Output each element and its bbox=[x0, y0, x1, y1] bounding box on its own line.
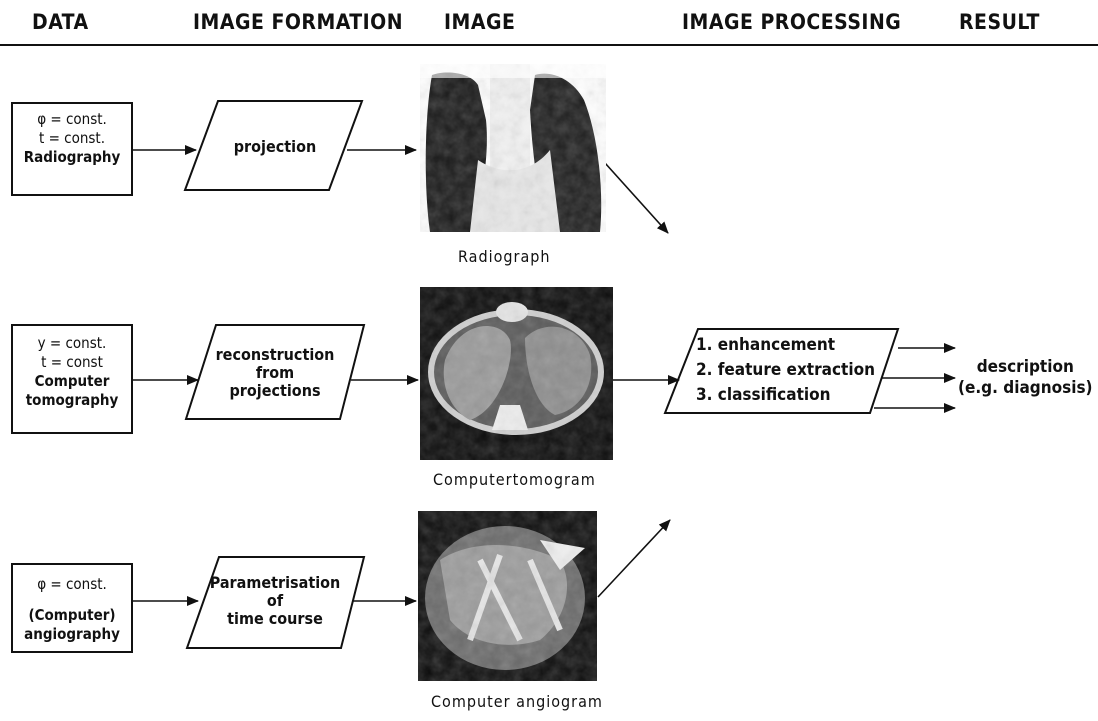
processing-step-1: 1. enhancement bbox=[696, 333, 875, 358]
process-line: projections bbox=[190, 382, 360, 400]
process-label-reconstruction: reconstruction from projections bbox=[190, 346, 360, 400]
data-line-phi: φ = const. bbox=[13, 110, 131, 129]
caption-computertomogram: Computertomogram bbox=[433, 470, 596, 489]
result-line-example: (e.g. diagnosis) bbox=[958, 378, 1093, 399]
result-description: description (e.g. diagnosis) bbox=[958, 357, 1093, 399]
process-line: Parametrisation bbox=[190, 574, 360, 592]
caption-radiograph: Radiograph bbox=[458, 247, 551, 266]
process-label-projection: projection bbox=[190, 138, 360, 156]
modality-label-radiography: Radiography bbox=[13, 148, 131, 167]
data-line-t: t = const bbox=[13, 353, 131, 372]
data-box-computer-tomography: y = const. t = const Computer tomography bbox=[11, 324, 133, 434]
radiograph-image bbox=[420, 64, 606, 232]
process-line: reconstruction bbox=[190, 346, 360, 364]
result-line-description: description bbox=[958, 357, 1093, 378]
process-label-parametrisation: Parametrisation of time course bbox=[190, 574, 360, 628]
modality-label-computer-paren: (Computer) bbox=[13, 606, 131, 625]
arrow-radiograph-to-processing bbox=[596, 153, 668, 233]
processing-step-3: 3. classification bbox=[696, 383, 875, 408]
caption-computer-angiogram: Computer angiogram bbox=[431, 692, 603, 711]
data-box-radiography: φ = const. t = const. Radiography bbox=[11, 102, 133, 196]
data-line-y: y = const. bbox=[13, 334, 131, 353]
process-line: projection bbox=[190, 138, 360, 156]
data-box-angiography: φ = const. (Computer) angiography bbox=[11, 563, 133, 653]
computertomogram-image bbox=[420, 287, 613, 460]
process-line: time course bbox=[190, 610, 360, 628]
processing-steps: 1. enhancement 2. feature extraction 3. … bbox=[696, 333, 875, 408]
process-line: of bbox=[190, 592, 360, 610]
processing-step-2: 2. feature extraction bbox=[696, 358, 875, 383]
modality-label-tomography: tomography bbox=[13, 391, 131, 410]
data-line-t: t = const. bbox=[13, 129, 131, 148]
data-line-phi: φ = const. bbox=[13, 575, 131, 594]
modality-label-computer: Computer bbox=[13, 372, 131, 391]
modality-label-angiography: angiography bbox=[13, 625, 131, 644]
arrow-angiogram-to-processing bbox=[598, 520, 670, 597]
computer-angiogram-image bbox=[418, 511, 597, 681]
process-line: from bbox=[190, 364, 360, 382]
